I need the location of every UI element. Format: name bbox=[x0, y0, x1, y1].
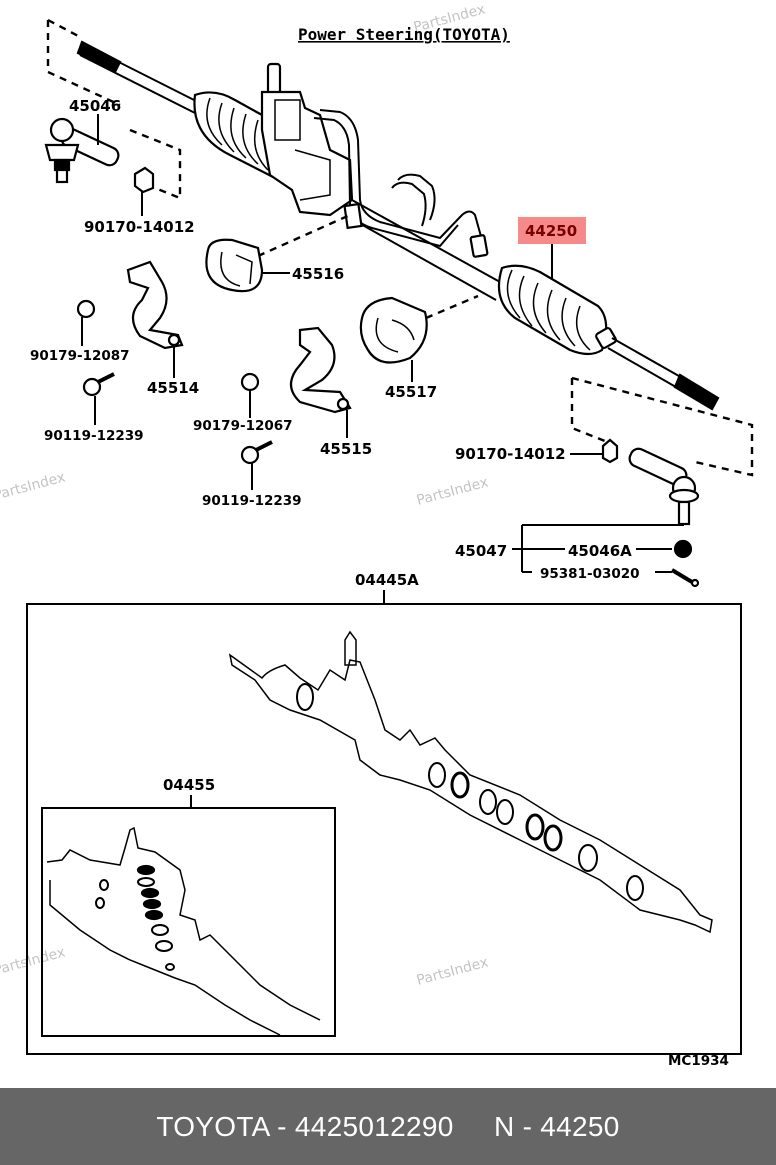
kit-box-04455 bbox=[41, 807, 336, 1037]
pinion-housing bbox=[260, 62, 354, 217]
watermark: PartsIndex bbox=[415, 954, 490, 988]
highlight-box bbox=[518, 217, 586, 244]
bolt-90119-left bbox=[82, 372, 115, 397]
steering-rack-assembly bbox=[76, 40, 720, 411]
nut-90179-left bbox=[76, 299, 96, 319]
castle-nut-45046A bbox=[673, 539, 693, 559]
callout-04445A[interactable]: 04445A bbox=[355, 571, 419, 589]
kit-box-04445A bbox=[26, 603, 742, 1055]
callout-04455[interactable]: 04455 bbox=[163, 776, 215, 794]
callout-90170-14012-top[interactable]: 90170-14012 bbox=[84, 218, 195, 236]
nut-90179-mid bbox=[240, 372, 260, 392]
callout-45516[interactable]: 45516 bbox=[292, 265, 344, 283]
tie-rod-end-left bbox=[44, 117, 120, 184]
gasket-kit-outline bbox=[228, 630, 713, 934]
part-info-footer: TOYOTA - 4425012290 N - 44250 bbox=[0, 1088, 776, 1165]
callout-45046A[interactable]: 45046A bbox=[568, 542, 632, 560]
relation-line bbox=[46, 20, 121, 107]
callout-90119-12239-mid[interactable]: 90119-12239 bbox=[202, 493, 302, 509]
watermark: PartsIndex bbox=[415, 474, 490, 508]
seal-kit-outline bbox=[46, 826, 321, 1036]
tie-rod-thread-right bbox=[673, 373, 720, 411]
watermark: PartsIndex bbox=[0, 944, 67, 978]
bushing-45516 bbox=[205, 238, 264, 293]
callout-90119-12239-left[interactable]: 90119-12239 bbox=[44, 428, 144, 444]
callout-45515[interactable]: 45515 bbox=[320, 440, 372, 458]
callout-90179-12067[interactable]: 90179-12067 bbox=[193, 418, 293, 434]
drawing-code: MC1934 bbox=[668, 1053, 729, 1069]
bracket-45514 bbox=[126, 260, 184, 350]
bracket-45515 bbox=[289, 326, 352, 414]
callout-45517[interactable]: 45517 bbox=[385, 383, 437, 401]
parts-diagram: PartsIndex PartsIndex PartsIndex PartsIn… bbox=[0, 1, 754, 1069]
nut-90170-right bbox=[601, 438, 619, 464]
callout-90170-14012-right[interactable]: 90170-14012 bbox=[455, 445, 566, 463]
callout-90179-12087[interactable]: 90179-12087 bbox=[30, 348, 130, 364]
tie-rod-thread-left bbox=[76, 40, 122, 74]
callout-45047[interactable]: 45047 bbox=[455, 542, 507, 560]
diagram-title: Power Steering(TOYOTA) bbox=[298, 25, 510, 44]
callout-45046[interactable]: 45046 bbox=[69, 97, 121, 115]
bushing-45517 bbox=[359, 296, 428, 364]
watermark: PartsIndex bbox=[0, 469, 67, 503]
callout-45514[interactable]: 45514 bbox=[147, 379, 199, 397]
nut-90170-top bbox=[133, 166, 155, 194]
callout-95381-03020[interactable]: 95381-03020 bbox=[540, 566, 640, 582]
rack-boot-right bbox=[497, 264, 617, 356]
cotter-pin-95381 bbox=[670, 568, 700, 588]
callout-44250[interactable]: 44250 bbox=[525, 222, 577, 240]
bolt-90119-mid bbox=[240, 440, 273, 465]
tie-rod-end-right bbox=[628, 447, 700, 526]
part-info-text: TOYOTA - 4425012290 N - 44250 bbox=[156, 1110, 620, 1142]
